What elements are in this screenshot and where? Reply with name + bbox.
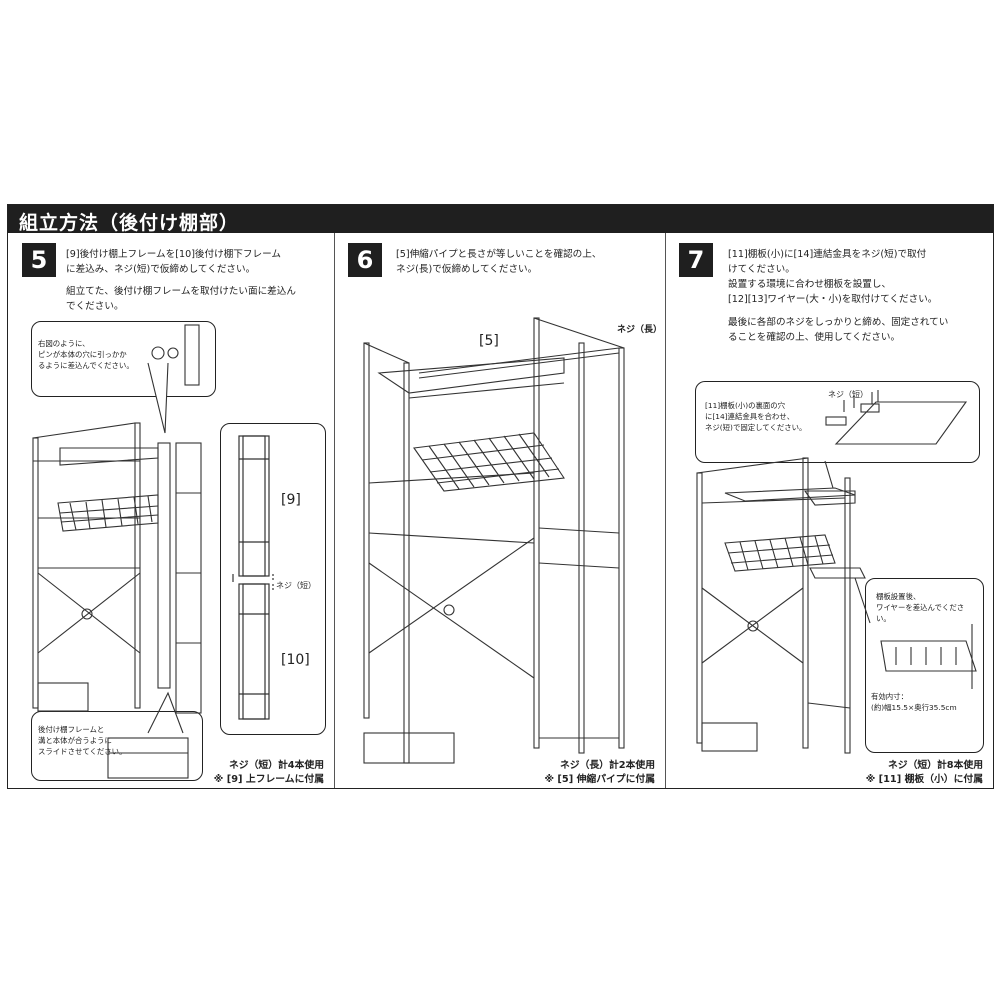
step-text-line: でください。 (66, 301, 124, 312)
callout-text: スライドさせてください。 (38, 747, 127, 756)
step-text-line: 最後に各部のネジをしっかりと締め、固定されてい (728, 317, 949, 328)
callout-text: に[14]連結金具を合わせ、 (705, 412, 795, 421)
callout-text: るように差込んでください。 (38, 361, 134, 370)
callout-text: 後付け棚フレームと (38, 725, 105, 734)
wire-detail-drawing (880, 624, 977, 689)
step-text-line: 組立てた、後付け棚フレームを取付けたい面に差込ん (66, 286, 296, 297)
step-text-line: [11]棚板(小)に[14]連結金具をネジ(短)で取付 (728, 249, 927, 260)
callout-text: ネジ(短)で固定してください。 (705, 423, 807, 432)
screw-label: ネジ（長） (617, 325, 663, 335)
step-text-line: 設置する環境に合わせ棚板を設置し、 (728, 279, 892, 290)
step-6-illustration (363, 317, 625, 764)
callout-slide-hint: 後付け棚フレームと 溝と本体が合うように スライドさせてください。 (31, 711, 203, 781)
frame-parts-drawing (232, 435, 274, 720)
effective-size-value: (約)幅15.5×奥行35.5cm (871, 703, 957, 712)
callout-bracket-hint: [11]棚板(小)の裏面の穴 に[14]連結金具を合わせ、 ネジ(短)で固定して… (695, 381, 980, 463)
step-text-line: ることを確認の上、使用してください。 (728, 332, 901, 343)
step-text-line: [5]伸縮パイプと長さが等しいことを確認の上、 (396, 249, 602, 260)
step-number: 7 (679, 243, 713, 277)
step-7-footer-line: ネジ（短）計8本使用 (888, 760, 983, 771)
step-6-footer-line: ※ [5] 伸縮パイプに付属 (544, 774, 656, 785)
screw-label: ネジ（短） (828, 390, 868, 399)
step-5-footer-line: ネジ（短）計4本使用 (229, 760, 324, 771)
step-6-panel: 6 [5]伸縮パイプと長さが等しいことを確認の上、 ネジ(長)で仮締めしてくださ… (334, 233, 666, 788)
section-title: 組立方法（後付け棚部） (19, 212, 240, 234)
callout-wire-hint: 棚板設置後、 ワイヤーを差込んでくださ い。 有効内寸： (約)幅15.5×奥行… (865, 578, 984, 753)
instruction-sheet: 組立方法（後付け棚部） 5 [9]後付け棚上フレームを[10]後付け棚下フレーム… (7, 204, 994, 789)
callout-text: 棚板設置後、 (876, 592, 921, 601)
step-7-footer-line: ※ [11] 棚板（小）に付属 (865, 774, 983, 785)
step-5-panel: 5 [9]後付け棚上フレームを[10]後付け棚下フレーム に差込み、ネジ(短)で… (8, 233, 335, 788)
effective-size-label: 有効内寸： (871, 692, 908, 701)
step-number: 5 (22, 243, 56, 277)
callout-text: い。 (876, 614, 891, 623)
part-label-9: [9] (281, 492, 301, 508)
frame-parts-box: [9] ネジ（短） [10] (220, 423, 326, 735)
screw-label: ネジ（短） (276, 581, 316, 590)
step-text-line: に差込み、ネジ(短)で仮締めしてください。 (66, 264, 256, 275)
callout-text: 溝と本体が合うように (38, 736, 112, 745)
callout-text: ピンが本体の穴に引っかか (38, 350, 127, 359)
callout-text: ワイヤーを差込んでくださ (876, 603, 965, 612)
part-label-10: [10] (281, 652, 310, 668)
step-5-illustration (32, 324, 202, 779)
step-text-line: ネジ(長)で仮締めしてください。 (396, 264, 538, 275)
step-text-line: [12][13]ワイヤー(大・小)を取付けてください。 (728, 294, 938, 305)
step-5-footer-line: ※ [9] 上フレームに付属 (213, 774, 324, 785)
callout-text: 右図のように、 (38, 339, 90, 348)
bracket-detail-drawing (825, 390, 968, 445)
section-header: 組立方法（後付け棚部） (8, 205, 993, 234)
step-7-illustration (696, 457, 871, 754)
step-number: 6 (348, 243, 382, 277)
step-6-footer-line: ネジ（長）計2本使用 (560, 760, 655, 771)
part-label-5: [5] (479, 333, 499, 349)
step-text-line: [9]後付け棚上フレームを[10]後付け棚下フレーム (66, 249, 281, 260)
step-7-panel: 7 [11]棚板(小)に[14]連結金具をネジ(短)で取付 けてください。 設置… (665, 233, 993, 788)
callout-text: [11]棚板(小)の裏面の穴 (705, 401, 786, 410)
step-text-line: けてください。 (728, 264, 795, 275)
